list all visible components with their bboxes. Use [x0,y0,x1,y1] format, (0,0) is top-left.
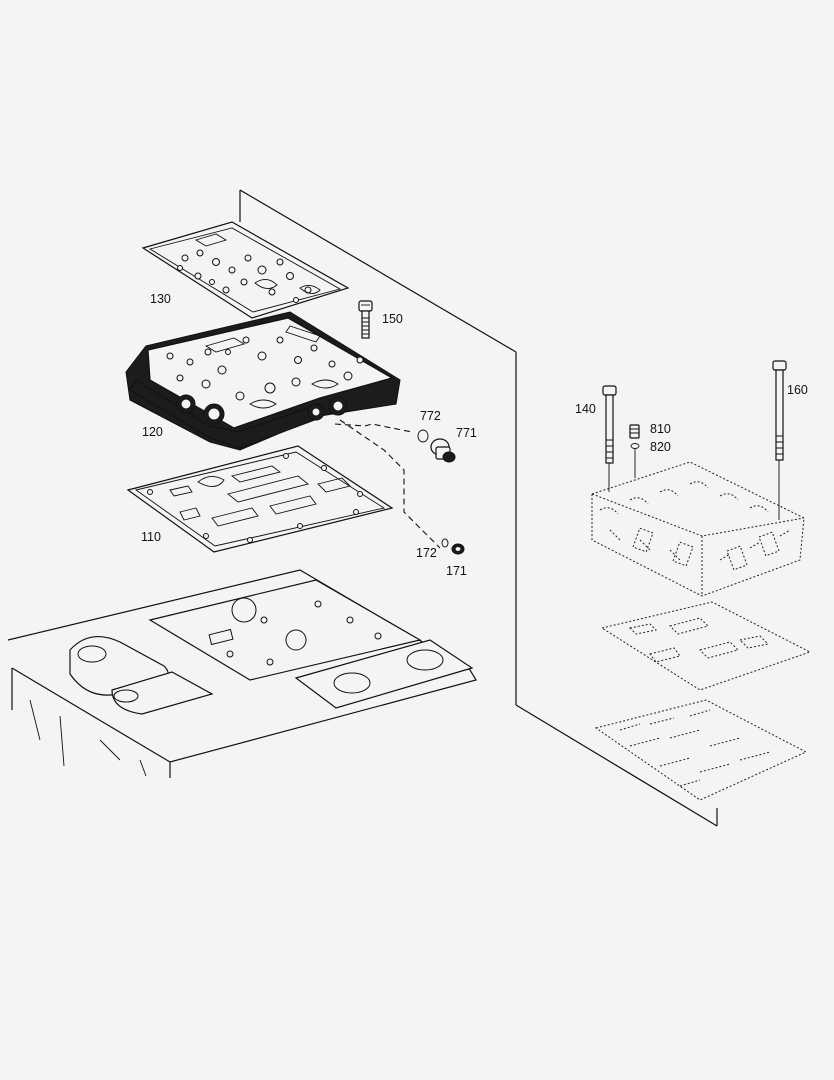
part-160-bolt [772,360,787,461]
part-150-bolt [358,300,373,339]
part-772-o-ring [417,429,429,443]
part-810-screw [629,424,640,439]
part-130-gasket-plate [141,221,350,319]
label-120: 120 [142,425,163,439]
label-772: 772 [420,409,441,423]
exploded-view-frame [239,189,718,827]
part-771-plug [430,438,456,463]
label-171: 171 [446,564,467,578]
label-130: 130 [150,292,171,306]
label-820: 820 [650,440,671,454]
label-172: 172 [416,546,437,560]
right-guide-lines [608,449,780,520]
part-172-o-ring [441,538,449,548]
label-110: 110 [141,530,161,544]
label-160: 160 [787,383,808,397]
label-140: 140 [575,402,596,416]
label-771: 771 [456,426,477,440]
part-171-plug [451,543,465,555]
transmission-base-housing [7,569,477,778]
right-valve-body-assembly [591,461,805,597]
right-intermediate-plate [600,601,812,691]
leader-lines [334,419,441,549]
part-820-washer [630,443,640,449]
label-150: 150 [382,312,403,326]
part-110-gasket [126,445,394,553]
part-120-valve-housing [125,311,401,451]
right-bottom-gasket [594,699,808,801]
part-140-bolt [602,385,617,464]
part-labels: 130 150 120 772 771 110 172 171 140 160 … [141,292,808,578]
label-810: 810 [650,422,671,436]
